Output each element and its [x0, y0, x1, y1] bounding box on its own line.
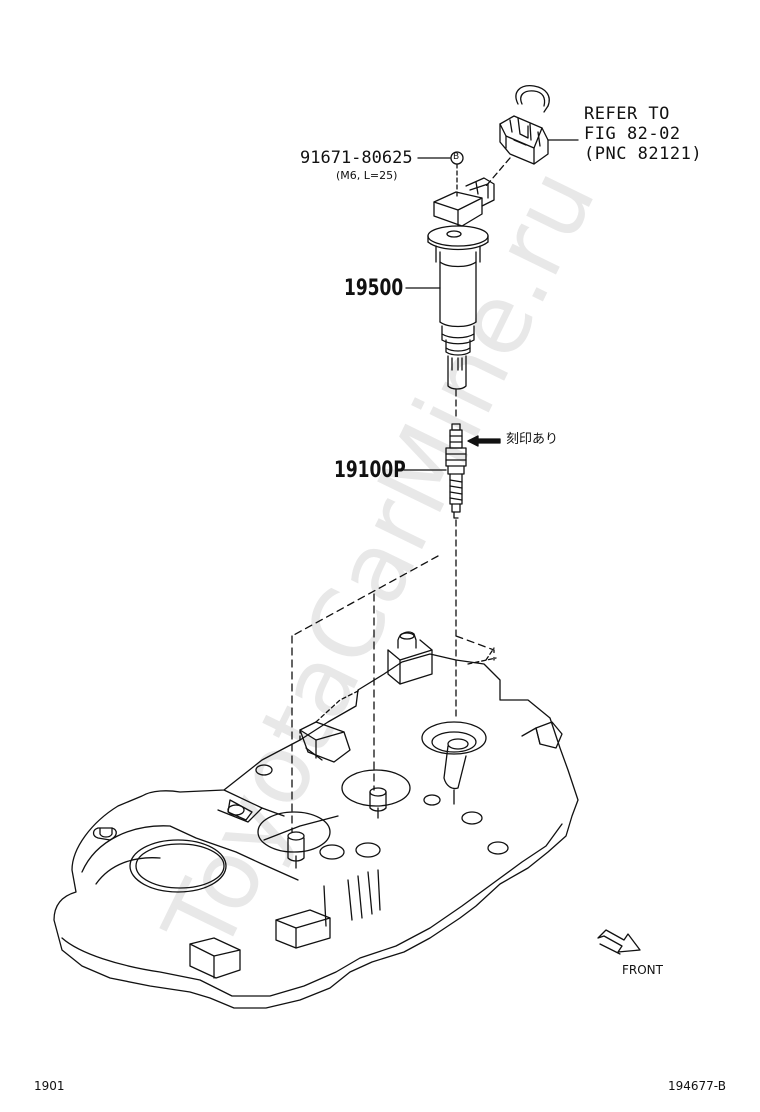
footer-right-code: 194677-B [668, 1079, 726, 1093]
bolt-marker-label: B [453, 152, 460, 162]
bolt-spec: (M6, L=25) [336, 169, 398, 182]
footer-left-code: 1901 [34, 1079, 65, 1093]
ignition-coil-illustration [405, 151, 495, 421]
refer-line-1: REFER TO [584, 104, 670, 124]
spark-plug-illustration [403, 423, 501, 721]
spark-plug-note: 刻印あり [506, 432, 559, 447]
assembly-dashed-lines [291, 555, 495, 833]
front-label: FRONT [622, 963, 663, 977]
refer-line-2: FIG 82-02 [584, 124, 681, 144]
bolt-part-number: 91671-80625 [300, 148, 413, 168]
connector-illustration [485, 85, 579, 187]
spark-plug-part-number: 19100P [334, 458, 406, 483]
coil-part-number: 19500 [344, 276, 404, 301]
refer-line-3: (PNC 82121) [584, 144, 703, 164]
front-direction-arrow-icon [597, 929, 641, 955]
cylinder-head-cover-illustration [53, 631, 579, 1009]
